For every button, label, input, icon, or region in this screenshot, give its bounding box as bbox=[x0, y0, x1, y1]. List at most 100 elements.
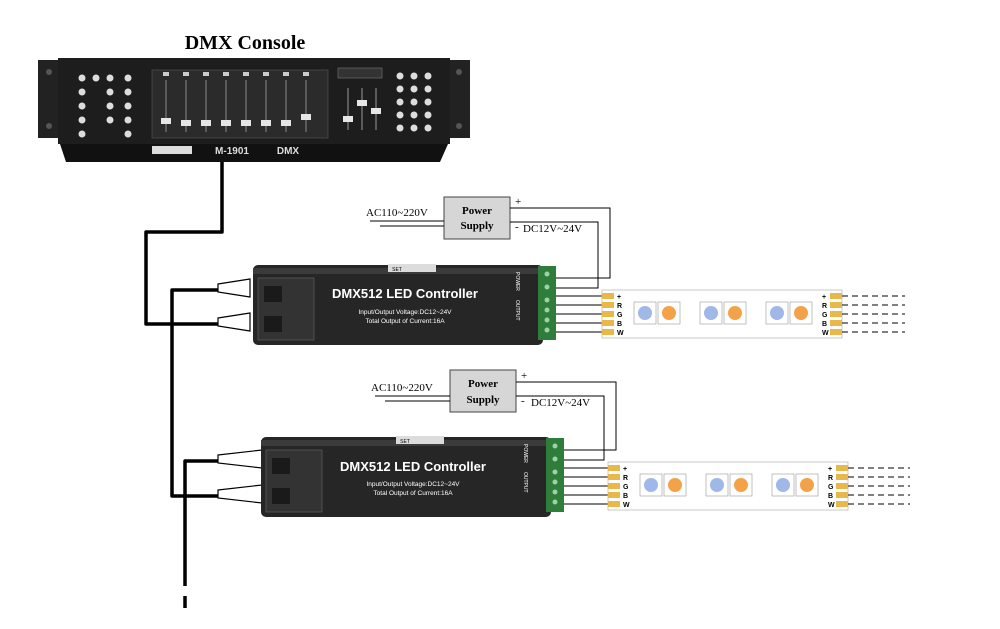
console-rack-ear-left bbox=[38, 60, 60, 138]
console-function-buttons bbox=[396, 72, 432, 132]
power-terminal bbox=[546, 438, 564, 468]
strip-output-pins bbox=[836, 465, 848, 507]
pin-label-w: W bbox=[822, 330, 829, 337]
pin-label-plus: + bbox=[623, 466, 627, 473]
rgb-led-icon bbox=[704, 306, 718, 320]
warm-led-icon bbox=[800, 478, 814, 492]
channel-buttons bbox=[163, 72, 309, 76]
pin-label-g: G bbox=[822, 312, 828, 319]
pin-label-r: R bbox=[617, 303, 622, 310]
controller-body bbox=[261, 437, 551, 517]
controller-voltage-spec: Input/Output Voltage:DC12~24V bbox=[366, 481, 460, 488]
pin-label-w: W bbox=[828, 502, 835, 509]
power-supply-box bbox=[449, 369, 517, 413]
pin-label-g: G bbox=[623, 484, 629, 491]
led-strip-1: + R G B W + R G B W bbox=[601, 289, 905, 339]
rgb-led-icon bbox=[770, 306, 784, 320]
power-supply-2: Power Supply AC110~220V DC12V~24V + - bbox=[371, 369, 617, 461]
rack-screw bbox=[456, 123, 462, 129]
console-title: DMX Console bbox=[185, 32, 306, 54]
rack-screw bbox=[46, 69, 52, 75]
console-dmx-label: DMX bbox=[277, 146, 300, 157]
pin-label-r: R bbox=[623, 475, 628, 482]
pin-label-g: G bbox=[828, 484, 834, 491]
fader-knobs bbox=[161, 114, 311, 126]
dmx-cables bbox=[144, 162, 238, 586]
output-label: OUTPUT bbox=[514, 300, 520, 321]
power-supply-box bbox=[443, 196, 511, 240]
led-strip-2: + R G B W + R G B W bbox=[607, 461, 910, 511]
controller-current-spec: Total Output of Current:16A bbox=[373, 490, 453, 497]
pin-label-g: G bbox=[617, 312, 623, 319]
fader-panel bbox=[151, 69, 329, 139]
strip-continuation-lines bbox=[848, 467, 910, 505]
power-supply-line1: Power bbox=[462, 205, 492, 217]
psu-wires bbox=[375, 381, 617, 461]
pin-label-w: W bbox=[617, 330, 624, 337]
psu-minus: - bbox=[515, 221, 519, 233]
speed-fade-knobs bbox=[343, 100, 381, 122]
controller-voltage-spec: Input/Output Voltage:DC12~24V bbox=[358, 309, 452, 316]
led-controller-2: SET DMX512 LED Controller Input/Output V… bbox=[261, 436, 564, 517]
console-display bbox=[337, 67, 383, 79]
controller-current-spec: Total Output of Current:16A bbox=[365, 318, 445, 325]
led-chips bbox=[639, 473, 819, 497]
warm-led-icon bbox=[668, 478, 682, 492]
power-supply-line2: Supply bbox=[466, 394, 500, 406]
pin-label-b: B bbox=[617, 321, 622, 328]
ac-input-label: AC110~220V bbox=[371, 382, 433, 394]
pin-label-b: B bbox=[822, 321, 827, 328]
dmx-console: M-1901 DMX bbox=[38, 58, 470, 162]
strip-output-pins bbox=[830, 293, 842, 335]
output-wires-1 bbox=[556, 295, 602, 333]
dc-output-label: DC12V~24V bbox=[531, 397, 590, 409]
pin-label-r: R bbox=[822, 303, 827, 310]
console-rack-ear-right bbox=[448, 60, 470, 138]
psu-minus: - bbox=[521, 395, 525, 407]
pin-label-b: B bbox=[623, 493, 628, 500]
ac-input-label: AC110~220V bbox=[366, 207, 428, 219]
controller-title: DMX512 LED Controller bbox=[340, 459, 486, 474]
led-chips bbox=[633, 301, 813, 325]
rgb-led-icon bbox=[776, 478, 790, 492]
console-scanner-buttons bbox=[78, 74, 132, 138]
console-base bbox=[60, 144, 448, 162]
psu-plus: + bbox=[521, 370, 527, 382]
pin-label-w: W bbox=[623, 502, 630, 509]
strip-input-pins bbox=[602, 293, 614, 335]
psu-plus: + bbox=[515, 196, 521, 208]
pin-label-r: R bbox=[828, 475, 833, 482]
dc-output-label: DC12V~24V bbox=[523, 223, 582, 235]
warm-led-icon bbox=[662, 306, 676, 320]
rgb-led-icon bbox=[638, 306, 652, 320]
warm-led-icon bbox=[794, 306, 808, 320]
xlr-connectors bbox=[217, 278, 263, 504]
power-supply-line1: Power bbox=[468, 378, 498, 390]
console-logo bbox=[152, 146, 192, 154]
power-label: POWER bbox=[514, 272, 520, 291]
power-label: POWER bbox=[522, 444, 528, 463]
rgb-led-icon bbox=[710, 478, 724, 492]
power-supply-line2: Supply bbox=[460, 220, 494, 232]
power-terminal bbox=[538, 266, 556, 296]
pin-label-plus: + bbox=[828, 466, 832, 473]
set-buttons bbox=[388, 264, 436, 272]
output-wires-2 bbox=[564, 467, 608, 505]
rgb-led-icon bbox=[644, 478, 658, 492]
rack-screw bbox=[46, 123, 52, 129]
led-controller-1: SET DMX512 LED Controller Input/Output V… bbox=[253, 264, 556, 345]
power-supply-1: Power Supply AC110~220V DC12V~24V + - bbox=[366, 196, 611, 289]
strip-continuation-lines bbox=[842, 295, 905, 333]
strip-input-pins bbox=[608, 465, 620, 507]
warm-led-icon bbox=[734, 478, 748, 492]
set-label: SET bbox=[392, 267, 402, 273]
set-label: SET bbox=[400, 439, 410, 445]
rack-screw bbox=[456, 69, 462, 75]
warm-led-icon bbox=[728, 306, 742, 320]
controller-title: DMX512 LED Controller bbox=[332, 286, 478, 301]
pin-label-plus: + bbox=[822, 294, 826, 301]
set-buttons bbox=[396, 436, 444, 444]
controller-body bbox=[253, 265, 543, 345]
output-label: OUTPUT bbox=[522, 472, 528, 493]
